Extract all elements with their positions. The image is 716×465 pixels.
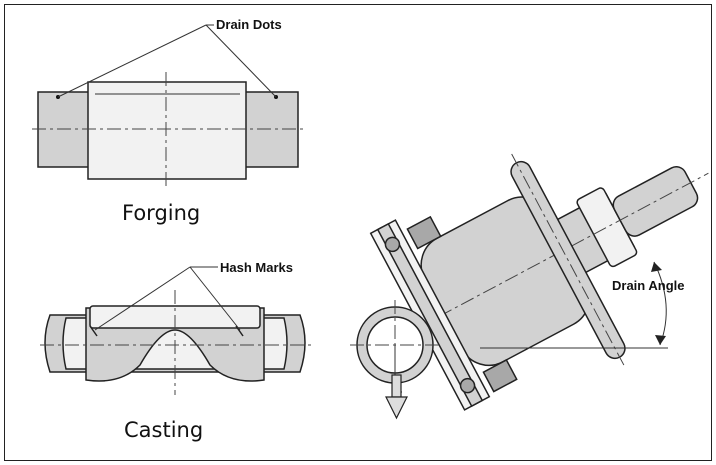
casting-drawing [40,266,312,395]
drain-angle-label: Drain Angle [612,278,684,293]
drain-angle-arc [653,261,667,346]
drain-dots-label: Drain Dots [216,17,282,32]
leader-line [57,24,207,98]
drain-arrow-icon [385,345,408,420]
leader-line [205,24,277,98]
hash-mark-left [89,325,98,337]
hash-marks-label: Hash Marks [220,260,293,275]
hash-mark-right [235,325,244,337]
forging-label: Forging [122,201,200,225]
leader-line [189,266,241,331]
valve-assembly [350,153,709,420]
casting-label: Casting [124,418,203,442]
leader-line [94,266,191,331]
forging-drawing [32,24,306,188]
